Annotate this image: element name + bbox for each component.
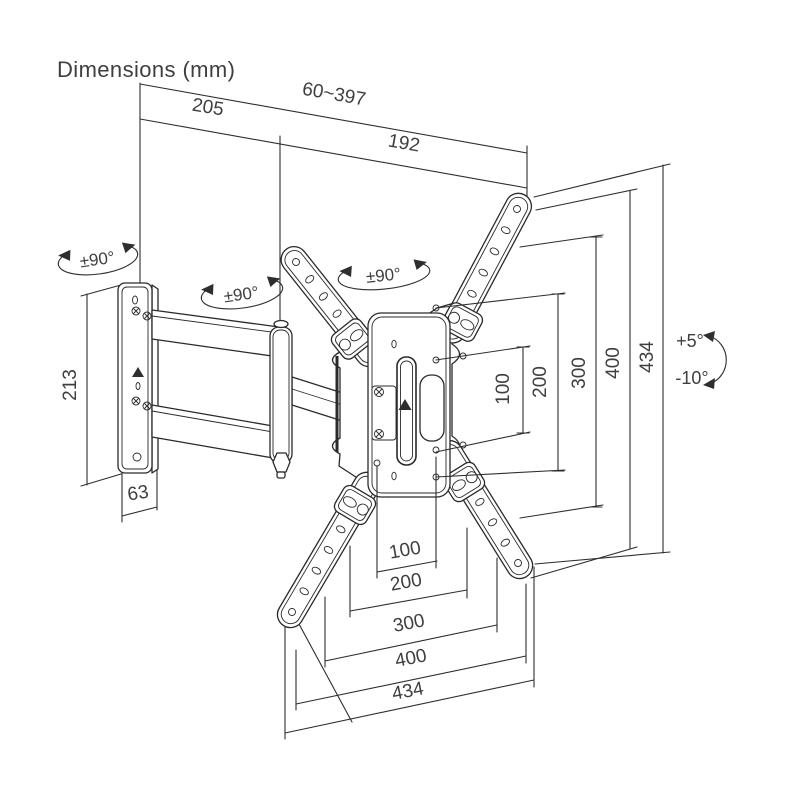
dim-label-width-300: 300 [391,610,426,637]
ext-213-top [80,284,122,297]
ext-400-bottom [530,546,638,579]
dim-434-w [284,679,535,734]
tilt-arrow-down [703,378,715,389]
ext-434-bottom [534,551,671,565]
dim-300-w [324,624,498,662]
swivel-indicator-bracket [337,259,431,291]
dim-63 [121,506,158,517]
dim-label-height-300: 300 [569,357,590,389]
dim-label-height-100: 100 [493,373,514,405]
swivel-indicator-elbow [200,276,284,310]
tilt-label-down: -10° [675,368,708,388]
dim-label-height-400: 400 [603,347,624,379]
upper-arm-edge [151,315,280,334]
swivel-label-elbow: ±90° [223,283,260,307]
ext-100-bottom [435,431,531,453]
hole-extension-lines [376,292,566,569]
ext-100-top [435,345,531,361]
dim-label-plate-depth: 63 [126,482,150,506]
dimension-lines-top [139,82,528,331]
dim-line-extension-range [139,83,528,154]
tilt-label-up: +5° [676,331,704,351]
center-slot-inner [400,360,413,462]
page-title: Dimensions (mm) [57,57,235,82]
elbow-nut [272,452,291,473]
vesa-slider-top-right [440,302,484,342]
dim-label-width-100: 100 [388,537,423,563]
dim-label-height-200: 200 [530,366,551,398]
dim-label-plate-height: 213 [60,369,81,401]
dim-100-w [376,560,438,573]
wall-plate-bottom-hole [132,452,142,462]
arrow-marker [398,399,412,410]
up-arrow-marker [132,367,144,377]
projection-diagonal [298,623,353,723]
dim-200-w [349,589,468,612]
ext-400-top [535,188,638,211]
elbow-nut-stud [276,471,286,479]
dimension-lines-right-heights [516,163,671,579]
wall-plate-oval-hole [135,382,141,390]
elbow-pivot-pin [273,319,289,329]
dim-label-width-200: 200 [389,569,424,595]
dimension-lines-bottom-widths [284,521,535,740]
articulating-arm [151,309,353,479]
central-plate [367,304,467,498]
ext-434-top [533,163,671,198]
swivel-label-wall: ±90° [79,248,116,272]
ext-213-bottom [80,473,122,487]
upper-arm-screws [131,306,152,321]
dim-label-arm1: 205 [191,95,226,121]
ext-200-bottom [435,469,566,478]
wall-plate-slot-hole [132,295,138,305]
vesa-slider-bottom-left [333,484,377,526]
dimension-lines-left [80,284,158,523]
hand-cutout [419,374,445,442]
tilt-arrow-up [703,331,715,342]
ext-200-top [435,292,566,309]
lower-arm [151,404,274,459]
upper-arm [151,309,280,358]
dim-label-width-400: 400 [393,645,428,672]
ext-300-top [519,234,604,248]
latch-screws [374,387,384,439]
tilt-indicator [703,331,727,389]
center-slot [396,356,417,466]
dim-label-width-434: 434 [390,678,426,705]
vesa-slider-top-left [330,318,374,360]
latch-plate [371,385,397,441]
dim-label-extension-range: 60~397 [301,79,368,111]
dim-label-arm2: 192 [387,130,422,156]
swivel-indicator-wall [57,242,139,276]
lower-arm-screws [131,396,152,411]
dim-400-w [295,655,527,705]
wall-plate-inner-outline [121,286,149,470]
tilt-arc [708,335,727,385]
wall-plate-face [117,282,153,474]
dim-label-height-434: 434 [637,341,658,373]
vesa-bracket [276,192,534,629]
ticks-300 [589,236,603,508]
lower-arm-edge [151,410,274,433]
dim-line-arm-segments [139,118,528,189]
swivel-label-bracket: ±90° [365,264,402,287]
ext-300-bottom [519,504,604,519]
